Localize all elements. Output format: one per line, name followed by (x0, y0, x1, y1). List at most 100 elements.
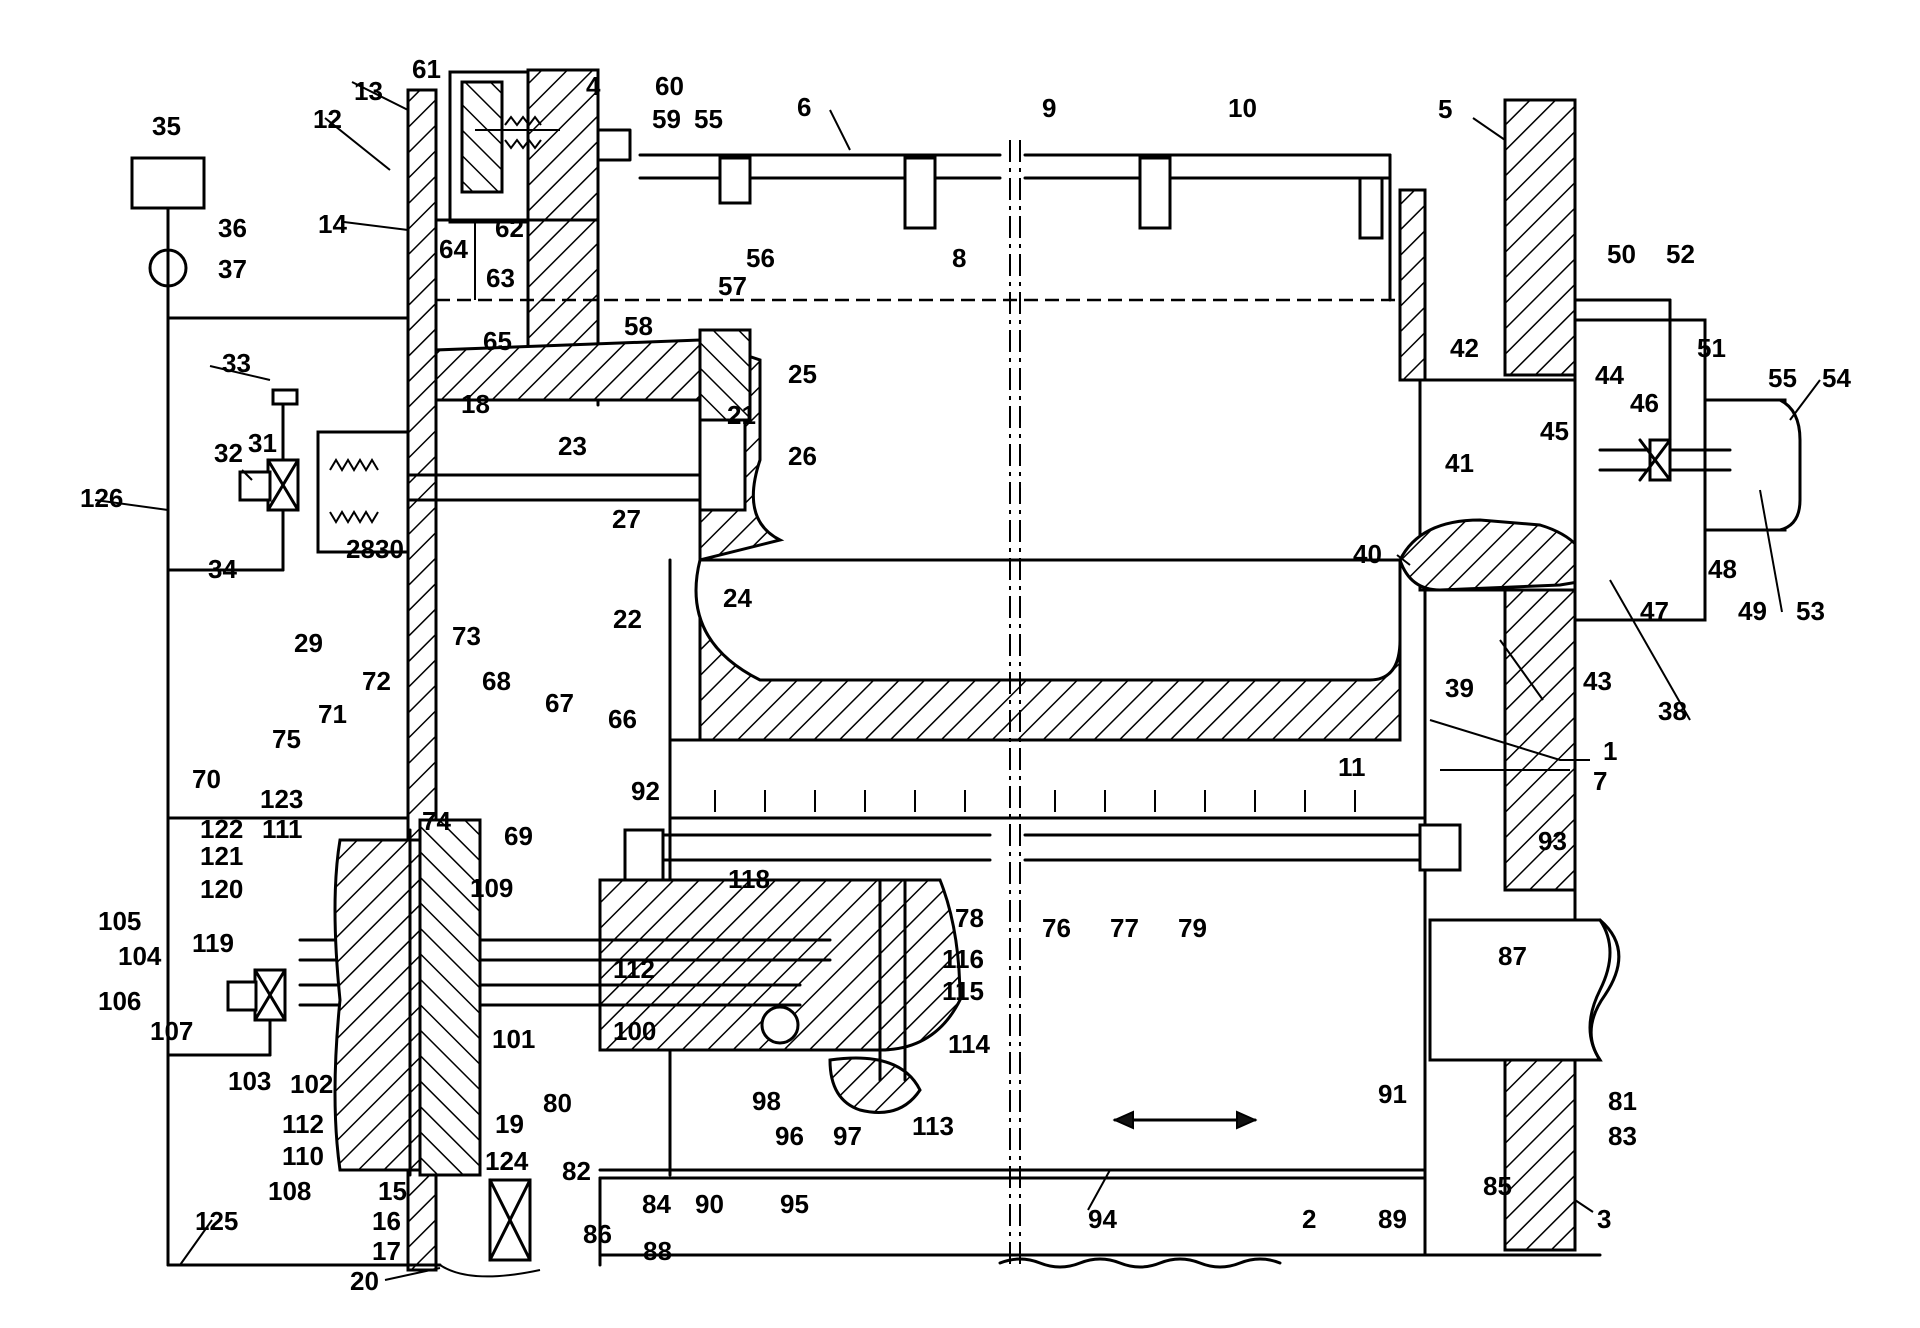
label-52: 52 (1666, 239, 1695, 269)
label-83: 83 (1608, 1121, 1637, 1151)
label-41: 41 (1445, 448, 1474, 478)
label-124: 124 (485, 1146, 529, 1176)
label-112-center: 112 (613, 954, 655, 984)
label-49: 49 (1738, 596, 1767, 626)
label-7: 7 (1593, 766, 1607, 796)
label-42: 42 (1450, 333, 1479, 363)
label-123: 123 (260, 784, 303, 814)
label-20: 20 (350, 1266, 379, 1296)
label-81: 81 (1608, 1086, 1637, 1116)
label-64: 64 (439, 234, 468, 264)
label-4: 4 (586, 71, 601, 101)
label-11: 11 (1338, 752, 1366, 782)
label-36: 36 (218, 213, 247, 243)
label-62: 62 (495, 213, 524, 243)
label-82: 82 (562, 1156, 591, 1186)
label-66: 66 (608, 704, 637, 734)
label-114: 114 (948, 1029, 990, 1059)
label-87: 87 (1498, 941, 1527, 971)
label-15: 15 (378, 1176, 407, 1206)
label-77: 77 (1110, 913, 1139, 943)
label-94: 94 (1088, 1204, 1117, 1234)
label-33: 33 (222, 348, 251, 378)
label-120: 120 (200, 874, 243, 904)
label-111: 111 (262, 814, 303, 844)
label-26: 26 (788, 441, 817, 471)
label-54: 54 (1822, 363, 1851, 393)
label-65: 65 (483, 326, 512, 356)
label-122: 122 (200, 814, 243, 844)
label-5: 5 (1438, 94, 1452, 124)
label-110: 110 (282, 1141, 324, 1171)
label-75: 75 (272, 724, 301, 754)
label-70: 70 (192, 764, 221, 794)
label-106: 106 (98, 986, 141, 1016)
label-8: 8 (952, 243, 966, 273)
label-104: 104 (118, 941, 162, 971)
label-9: 9 (1042, 93, 1056, 123)
label-116: 116 (942, 944, 984, 974)
label-22: 22 (613, 604, 642, 634)
valve-104 (228, 970, 285, 1055)
solenoid-124 (490, 1180, 530, 1260)
label-58: 58 (624, 311, 653, 341)
label-125: 125 (195, 1206, 238, 1236)
label-38: 38 (1658, 696, 1687, 726)
label-88: 88 (643, 1236, 672, 1266)
label-37: 37 (218, 254, 247, 284)
gear-pair (335, 820, 480, 1175)
movement-arrow (1115, 1112, 1255, 1128)
label-109: 109 (470, 873, 513, 903)
label-67: 67 (545, 688, 574, 718)
label-30: 30 (375, 534, 404, 564)
label-32: 32 (214, 438, 243, 468)
label-78: 78 (955, 903, 984, 933)
label-115: 115 (942, 976, 984, 1006)
label-126: 126 (80, 483, 123, 513)
label-35: 35 (152, 111, 181, 141)
label-61: 61 (412, 54, 441, 84)
label-53: 53 (1796, 596, 1825, 626)
label-105: 105 (98, 906, 141, 936)
label-72: 72 (362, 666, 391, 696)
label-29: 29 (294, 628, 323, 658)
label-92: 92 (631, 776, 660, 806)
label-45: 45 (1540, 416, 1569, 446)
label-50: 50 (1607, 239, 1636, 269)
label-34: 34 (208, 554, 237, 584)
label-14: 14 (318, 209, 347, 239)
label-59: 59 (652, 104, 681, 134)
label-60: 60 (655, 71, 684, 101)
label-79: 79 (1178, 913, 1207, 943)
label-100: 100 (613, 1016, 656, 1046)
label-102: 102 (290, 1069, 333, 1099)
label-98: 98 (752, 1086, 781, 1116)
label-18: 18 (461, 389, 490, 419)
label-55-right: 55 (1768, 363, 1797, 393)
valve-31 (168, 390, 298, 570)
label-93: 93 (1538, 826, 1567, 856)
label-25: 25 (788, 359, 817, 389)
teeth-row (715, 790, 1355, 812)
label-21: 21 (727, 400, 756, 430)
label-71: 71 (318, 699, 347, 729)
label-76: 76 (1042, 913, 1071, 943)
label-107: 107 (150, 1016, 193, 1046)
label-56: 56 (746, 243, 775, 273)
label-51: 51 (1697, 333, 1726, 363)
label-91: 91 (1378, 1079, 1407, 1109)
label-108: 108 (268, 1176, 311, 1206)
label-101: 101 (492, 1024, 535, 1054)
label-23: 23 (558, 431, 587, 461)
label-85: 85 (1483, 1171, 1512, 1201)
label-74: 74 (422, 806, 451, 836)
label-119: 119 (192, 928, 234, 958)
label-86: 86 (583, 1219, 612, 1249)
label-17: 17 (372, 1236, 401, 1266)
label-55-top: 55 (694, 104, 723, 134)
label-97: 97 (833, 1121, 862, 1151)
label-3: 3 (1597, 1204, 1611, 1234)
label-63: 63 (486, 263, 515, 293)
label-31: 31 (248, 428, 277, 458)
